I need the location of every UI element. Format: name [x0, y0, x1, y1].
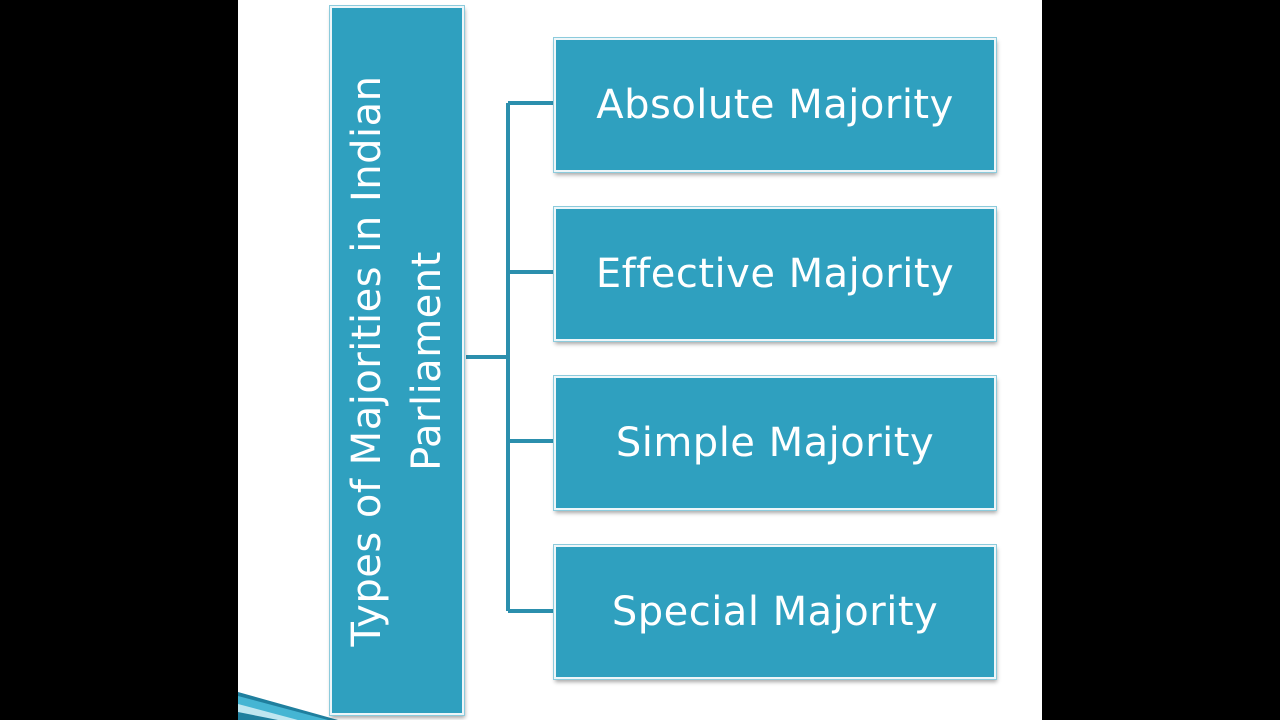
child-node-label: Effective Majority — [595, 251, 955, 297]
child-node-label: Special Majority — [611, 589, 939, 635]
child-node-label: Absolute Majority — [596, 82, 954, 128]
child-node-special-majority: Special Majority — [553, 544, 997, 680]
child-node-label: Simple Majority — [615, 420, 935, 466]
root-node-label: Types of Majorities in Indian Parliament — [344, 74, 450, 647]
slide-canvas: Types of Majorities in Indian Parliament… — [238, 0, 1042, 720]
child-node-simple-majority: Simple Majority — [553, 375, 997, 511]
child-node-absolute-majority: Absolute Majority — [553, 37, 997, 173]
child-node-effective-majority: Effective Majority — [553, 206, 997, 342]
corner-decoration — [238, 692, 338, 720]
root-node: Types of Majorities in Indian Parliament — [329, 5, 465, 716]
